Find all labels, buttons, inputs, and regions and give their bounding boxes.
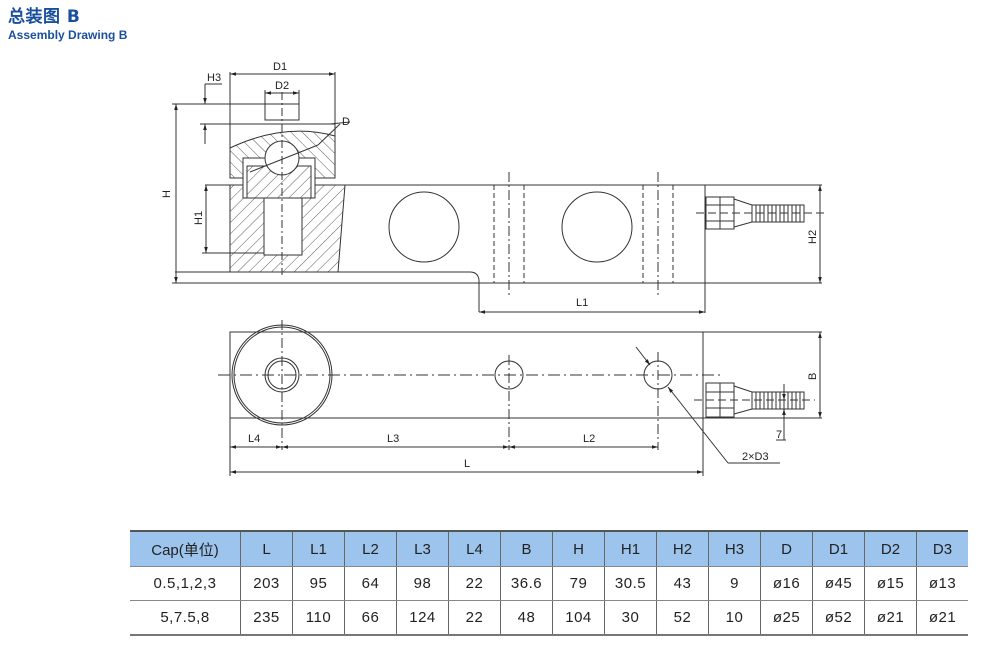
table-cell: 48: [500, 600, 553, 636]
table-cell: 22: [448, 566, 501, 601]
table-cell: 235: [240, 600, 293, 636]
hole-circle-1: [388, 191, 460, 263]
D3-leader: [667, 386, 729, 464]
table-cell: 5,7.5,8: [130, 600, 241, 636]
label-D: D: [342, 116, 350, 128]
table-cell: ø52: [812, 600, 865, 636]
table-cell: ø21: [864, 600, 917, 636]
D-leader: [249, 144, 319, 173]
col-header: H2: [656, 530, 709, 567]
beam-step: [175, 271, 480, 312]
table-cell: 79: [552, 566, 605, 601]
label-H1: H1: [193, 211, 205, 225]
label-7: 7: [776, 429, 782, 441]
cable-gland-top: [696, 196, 825, 230]
label-L4: L4: [248, 433, 260, 445]
col-header: Cap(单位): [130, 530, 241, 567]
table-header-row: Cap(单位) L L1 L2 L3 L4 B H H1 H2 H3 D D1 …: [130, 530, 968, 567]
table-cell: 98: [396, 566, 449, 601]
label-L2: L2: [583, 433, 595, 445]
col-header: D2: [864, 530, 917, 567]
table-cell: 36.6: [500, 566, 553, 601]
label-H: H: [161, 190, 173, 198]
col-header: L: [240, 530, 293, 567]
label-H2: H2: [807, 230, 819, 244]
label-D1: D1: [273, 61, 287, 73]
table-row: 5,7.5,8 235 110 66 124 22 48 104 30 52 1…: [130, 600, 968, 636]
table-cell: 124: [396, 600, 449, 636]
dimension-table: Cap(单位) L L1 L2 L3 L4 B H H1 H2 H3 D D1 …: [130, 530, 968, 636]
col-header: D: [760, 530, 813, 567]
col-header: L4: [448, 530, 501, 567]
table-cell: 203: [240, 566, 293, 601]
table-cell: ø45: [812, 566, 865, 601]
table-cell: 22: [448, 600, 501, 636]
label-L: L: [464, 458, 470, 470]
table-cell: ø16: [760, 566, 813, 601]
label-H3: H3: [207, 72, 221, 84]
side-view: [172, 72, 825, 314]
table-cell: 43: [656, 566, 709, 601]
table-cell: ø25: [760, 600, 813, 636]
table-cell: 104: [552, 600, 605, 636]
col-header: L3: [396, 530, 449, 567]
table-cell: 52: [656, 600, 709, 636]
col-header: L2: [344, 530, 397, 567]
table-cell: ø13: [916, 566, 968, 601]
hole-circle-2: [561, 191, 633, 263]
table-cell: 66: [344, 600, 397, 636]
cable-gland-plan: [694, 382, 815, 418]
label-B: B: [807, 373, 819, 380]
table-cell: 10: [708, 600, 761, 636]
table-cell: ø21: [916, 600, 968, 636]
label-L1: L1: [576, 297, 588, 309]
table-cell: 95: [292, 566, 345, 601]
table-cell: 9: [708, 566, 761, 601]
table-cell: 30.5: [604, 566, 657, 601]
col-header: L1: [292, 530, 345, 567]
col-header: H1: [604, 530, 657, 567]
table-cell: ø15: [864, 566, 917, 601]
table-cell: 0.5,1,2,3: [130, 566, 241, 601]
plan-view: [218, 320, 822, 476]
label-D2: D2: [275, 80, 289, 92]
bolt-hole: [263, 194, 303, 256]
col-header: D1: [812, 530, 865, 567]
col-header: B: [500, 530, 553, 567]
table-cell: 30: [604, 600, 657, 636]
table-row: 0.5,1,2,3 203 95 64 98 22 36.6 79 30.5 4…: [130, 566, 968, 601]
col-header: D3: [916, 530, 968, 567]
assembly-drawing: D1 D2 H3 D H H1 H2 L1 L4 L3 L2 L B 7 2×D…: [161, 61, 825, 476]
label-D3-callout: 2×D3: [742, 451, 769, 463]
label-L3: L3: [387, 433, 399, 445]
title-chinese: 总装图 B: [8, 7, 81, 27]
title-english: Assembly Drawing B: [8, 28, 128, 42]
col-header: H3: [708, 530, 761, 567]
table-cell: 110: [292, 600, 345, 636]
col-header: H: [552, 530, 605, 567]
table-cell: 64: [344, 566, 397, 601]
